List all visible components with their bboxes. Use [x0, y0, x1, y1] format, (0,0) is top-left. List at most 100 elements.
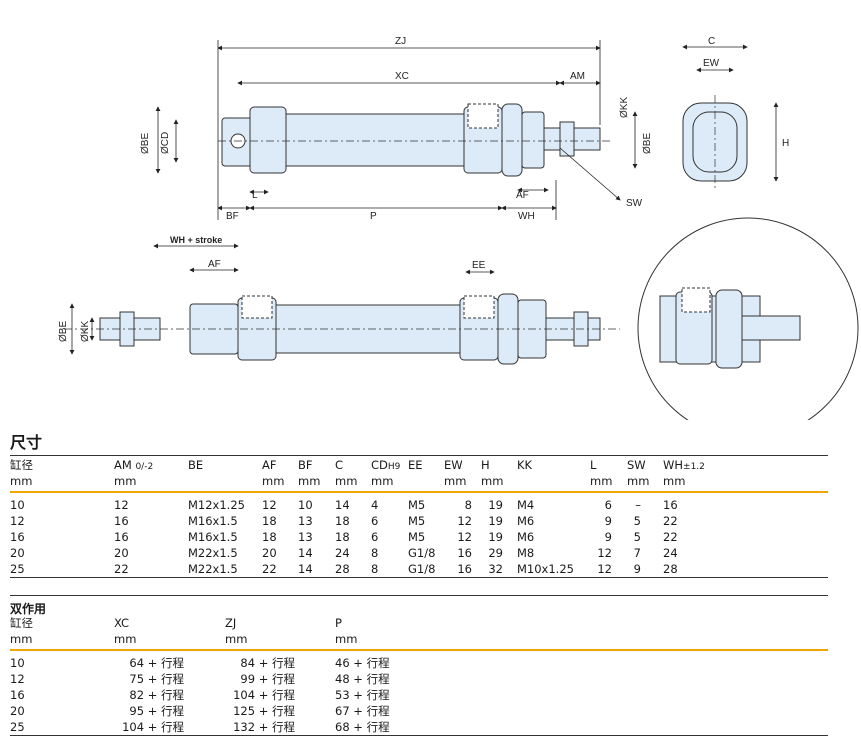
table-cell: M5 [408, 498, 426, 512]
table-cell: 9 [633, 562, 641, 576]
dimensions-table: 缸径 AM 0/-2 BE AF BF C CDH9 EE EW H KK L … [10, 453, 828, 578]
table-cell: 19 [488, 498, 503, 512]
table-cell: 10 [10, 498, 25, 512]
label-p: P [370, 211, 377, 222]
table-cell: 18 [335, 530, 350, 544]
table-cell: 18 [335, 514, 350, 528]
table-cell: 22 [663, 514, 678, 528]
port-bottom [463, 295, 495, 319]
table-cell: 68 + 行程 [335, 720, 390, 734]
table-cell: M5 [408, 530, 426, 544]
unit: mm [298, 474, 321, 488]
dimensions-header-row1: 缸径 AM 0/-2 BE AF BF C CDH9 EE EW H KK L … [10, 457, 828, 473]
unit: mm [114, 474, 137, 488]
header-h: H [481, 458, 490, 472]
table-cell: 16 [457, 546, 472, 560]
table-cell: 16 [457, 562, 472, 576]
table-cell: 99 + 行程 [240, 672, 295, 686]
table-cell: 104 + 行程 [122, 720, 184, 734]
dimensions-header-row2: mm mm mm mm mm mm mm mm mm mm mm [10, 473, 828, 489]
label-c: C [708, 36, 715, 47]
table-cell: 24 [663, 546, 678, 560]
unit: mm [444, 474, 467, 488]
table-cell: 12 [114, 498, 129, 512]
table-cell: 53 + 行程 [335, 688, 390, 702]
table-cell: 16 [663, 498, 678, 512]
header-l: L [590, 458, 597, 472]
table-cell: 28 [335, 562, 350, 576]
unit: mm [335, 632, 358, 646]
unit: mm [481, 474, 504, 488]
table-cell: 16 [10, 530, 25, 544]
table-cell: 10 [298, 498, 313, 512]
unit: mm [10, 632, 33, 646]
table-cell: M6 [517, 514, 535, 528]
table-cell: 20 [10, 704, 25, 718]
accent-rule [10, 491, 828, 493]
table-cell: 20 [262, 546, 277, 560]
label-h: H [782, 138, 789, 149]
label-l: L [252, 190, 258, 201]
table-cell: 6 [604, 498, 612, 512]
table-cell: 12 [457, 514, 472, 528]
double-acting-header-row2: mm mm mm mm [10, 631, 828, 647]
table-cell: 84 + 行程 [240, 656, 295, 670]
header-bore: 缸径 [10, 616, 33, 630]
table-cell: 24 [335, 546, 350, 560]
label-xc: XC [395, 71, 409, 82]
table-cell: 16 [114, 514, 129, 528]
table-cell: 12 [10, 514, 25, 528]
table-cell: 125 + 行程 [233, 704, 295, 718]
table-cell: 9 [604, 514, 612, 528]
table-cell: 5 [633, 530, 641, 544]
table-cell: M22x1.5 [188, 546, 238, 560]
table-cell: 7 [633, 546, 641, 560]
table-cell: 16 [10, 688, 25, 702]
header-c: C [335, 458, 344, 472]
table-cell: 48 + 行程 [335, 672, 390, 686]
double-acting-title: 双作用 [10, 602, 47, 616]
cylinder-dimension-drawing: ZJ XC AM C EW H ØBE ØCD ØKK ØBE L BF P A… [58, 36, 859, 420]
table-cell: M8 [517, 546, 535, 560]
table-cell: 95 + 行程 [129, 704, 184, 718]
label-wh: WH [518, 211, 535, 222]
table-cell: 16 [114, 530, 129, 544]
table-cell: 25 [10, 562, 25, 576]
table-cell: 104 + 行程 [233, 688, 295, 702]
table-cell: M5 [408, 514, 426, 528]
table-cell: 18 [262, 514, 277, 528]
header-am: AM 0/-2 [114, 458, 154, 472]
label-okk-top: ØKK [619, 97, 630, 118]
header-zj: ZJ [225, 616, 237, 630]
table-cell: 14 [298, 562, 313, 576]
unit: mm [114, 632, 137, 646]
label-ew: EW [703, 58, 720, 69]
table-cell: M12x1.25 [188, 498, 245, 512]
header-kk: KK [517, 458, 533, 472]
label-sw: SW [626, 198, 643, 209]
header-p: P [335, 616, 342, 630]
table-cell: 12 [597, 562, 612, 576]
table-cell: M16x1.5 [188, 514, 238, 528]
table-cell: 12 [457, 530, 472, 544]
header-xc: XC [114, 616, 130, 630]
table-cell: 12 [10, 672, 25, 686]
header-ee: EE [408, 458, 423, 472]
table-cell: 13 [298, 514, 313, 528]
table-cell: 12 [262, 498, 277, 512]
double-acting-header-row1: 缸径 XC ZJ P [10, 615, 828, 631]
header-ew: EW [444, 458, 463, 472]
table-cell: 12 [597, 546, 612, 560]
table-cell: 19 [488, 514, 503, 528]
table-cell: 8 [371, 546, 379, 560]
table-cell: 5 [633, 514, 641, 528]
unit: mm [371, 474, 394, 488]
label-wh-stroke: WH + stroke [170, 235, 222, 245]
rod-nut [559, 121, 575, 157]
table-cell: M22x1.5 [188, 562, 238, 576]
